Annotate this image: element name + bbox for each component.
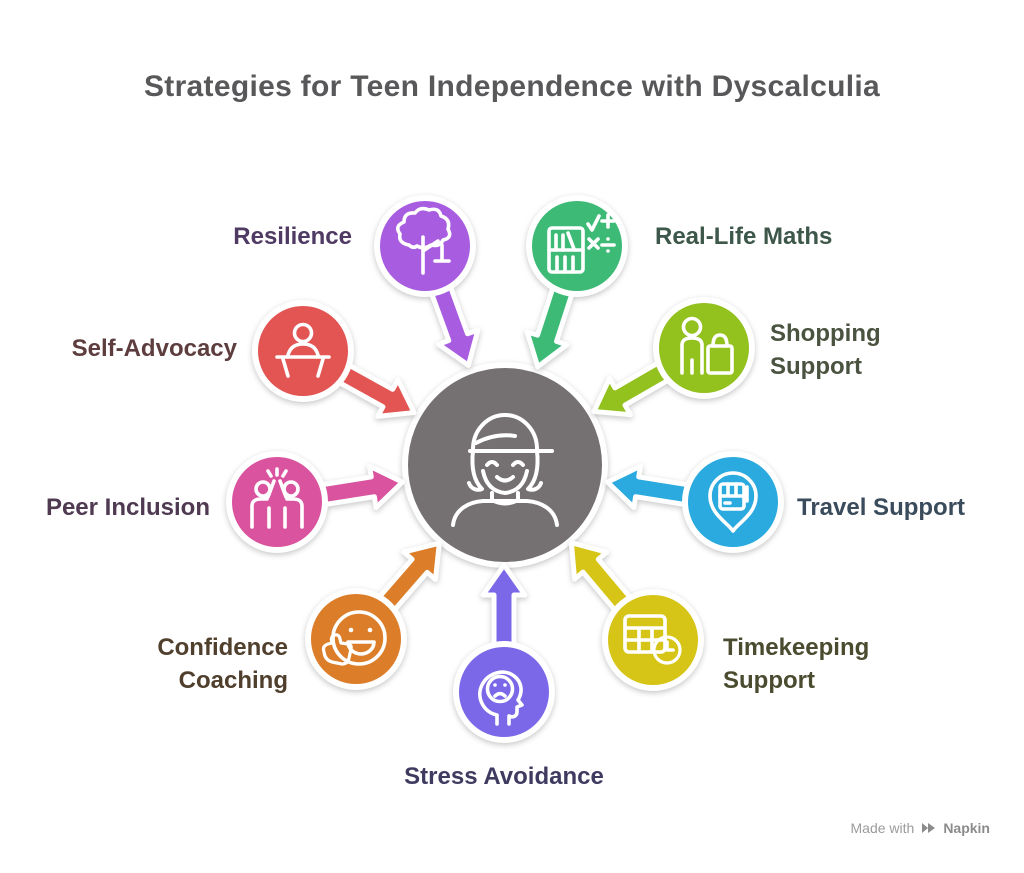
person-shopping-bag-icon [680, 316, 734, 375]
watermark-prefix: Made with [850, 820, 915, 836]
strategy-peer-inclusion [226, 451, 405, 553]
label-shopping-support: Shopping Support [770, 320, 881, 380]
watermark-brand: Napkin [943, 820, 990, 836]
smiley-thumbs-up-icon [321, 610, 387, 666]
strategy-self-advocacy [252, 300, 417, 419]
strategy-confidence-coaching [305, 540, 442, 690]
speaker-podium-icon [275, 322, 331, 378]
label-confidence-coaching: Confidence Coaching [157, 634, 288, 694]
label-self-advocacy: Self-Advocacy [71, 335, 237, 362]
strategy-travel-support [605, 451, 784, 553]
teen-with-cap-icon [451, 413, 559, 527]
strategy-shopping-support [591, 297, 755, 418]
strategy-timekeeping-support [568, 540, 704, 691]
high-five-icon [250, 467, 304, 529]
label-stress-avoidance: Stress Avoidance [404, 763, 604, 790]
napkin-logo-icon [922, 823, 936, 833]
label-resilience: Resilience [233, 223, 352, 250]
bookshelf-maths-icon [547, 213, 616, 274]
bus-map-pin-icon [708, 471, 758, 533]
page-title: Strategies for Teen Independence with Dy… [143, 70, 881, 103]
timetable-clock-icon [623, 614, 682, 665]
tree-icon [395, 206, 452, 275]
center-hub [402, 362, 608, 568]
strategy-resilience [374, 195, 481, 368]
stressed-head-icon [478, 670, 524, 726]
strategy-stress-avoidance [453, 562, 555, 743]
strategy-real-life-maths [524, 195, 628, 370]
label-travel-support: Travel Support [797, 494, 966, 521]
label-timekeeping-support: Timekeeping Support [723, 634, 870, 694]
label-real-life-maths: Real-Life Maths [655, 223, 833, 250]
watermark: Made with Napkin [851, 820, 991, 836]
label-peer-inclusion: Peer Inclusion [45, 494, 210, 521]
